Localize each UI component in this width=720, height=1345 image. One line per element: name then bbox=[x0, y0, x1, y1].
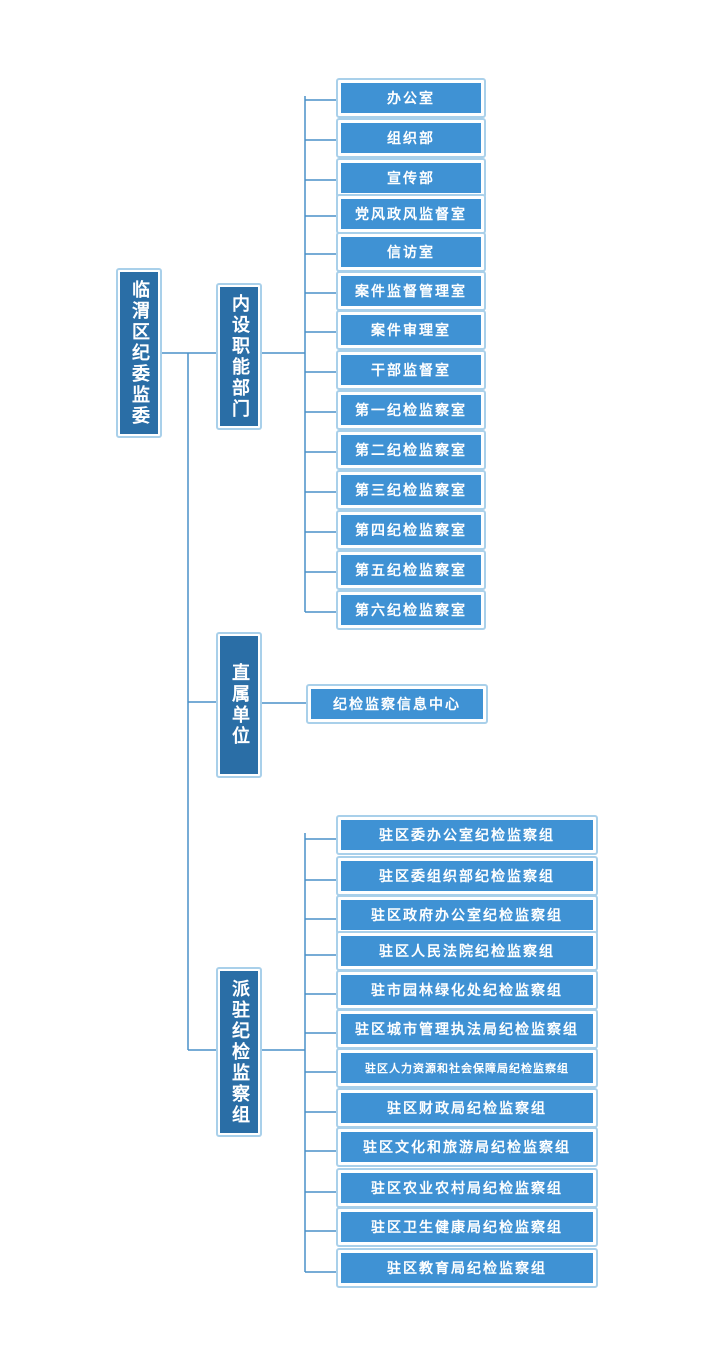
unit-box: 案件监督管理室 bbox=[336, 271, 486, 311]
unit-label: 第五纪检监察室 bbox=[355, 563, 467, 579]
unit-label: 驻区人力资源和社会保障局纪检监察组 bbox=[365, 1062, 569, 1075]
unit-box: 干部监督室 bbox=[336, 350, 486, 390]
unit-label: 案件监督管理室 bbox=[355, 284, 467, 300]
unit-label: 驻区委办公室纪检监察组 bbox=[379, 828, 555, 844]
unit-box: 驻区政府办公室纪检监察组 bbox=[336, 895, 598, 935]
unit-label: 办公室 bbox=[387, 91, 435, 107]
unit-box: 宣传部 bbox=[336, 158, 486, 198]
unit-box: 驻区文化和旅游局纪检监察组 bbox=[336, 1127, 598, 1167]
unit-label: 驻区委组织部纪检监察组 bbox=[379, 869, 555, 885]
branch-label: 直属单位 bbox=[229, 663, 250, 747]
unit-box: 驻区人力资源和社会保障局纪检监察组 bbox=[336, 1048, 598, 1088]
unit-label: 驻区教育局纪检监察组 bbox=[387, 1261, 547, 1277]
unit-box: 党风政风监督室 bbox=[336, 194, 486, 234]
unit-label: 第四纪检监察室 bbox=[355, 523, 467, 539]
unit-label: 驻区人民法院纪检监察组 bbox=[379, 944, 555, 960]
unit-box: 第三纪检监察室 bbox=[336, 470, 486, 510]
unit-label: 组织部 bbox=[387, 131, 435, 147]
unit-label: 纪检监察信息中心 bbox=[333, 697, 461, 713]
unit-label: 案件审理室 bbox=[371, 323, 451, 339]
unit-box: 第一纪检监察室 bbox=[336, 390, 486, 430]
unit-label: 信访室 bbox=[387, 245, 435, 261]
unit-label: 第三纪检监察室 bbox=[355, 483, 467, 499]
unit-label: 宣传部 bbox=[387, 171, 435, 187]
unit-label: 驻区财政局纪检监察组 bbox=[387, 1101, 547, 1117]
unit-label: 驻区文化和旅游局纪检监察组 bbox=[363, 1140, 571, 1156]
root-label: 临渭区纪委监委 bbox=[129, 279, 150, 427]
branch-label: 派驻纪检监察组 bbox=[229, 978, 250, 1126]
unit-box: 第二纪检监察室 bbox=[336, 430, 486, 470]
unit-box: 第六纪检监察室 bbox=[336, 590, 486, 630]
unit-label: 驻区卫生健康局纪检监察组 bbox=[371, 1220, 563, 1236]
unit-label: 第一纪检监察室 bbox=[355, 403, 467, 419]
branch-node-direct-units: 直属单位 bbox=[216, 632, 262, 778]
unit-box: 驻区财政局纪检监察组 bbox=[336, 1088, 598, 1128]
unit-box: 驻区卫生健康局纪检监察组 bbox=[336, 1207, 598, 1247]
unit-label: 驻市园林绿化处纪检监察组 bbox=[371, 983, 563, 999]
unit-label: 第二纪检监察室 bbox=[355, 443, 467, 459]
branch-label: 内设职能部门 bbox=[229, 293, 250, 420]
branch-node-internal-departments: 内设职能部门 bbox=[216, 283, 262, 430]
unit-box: 组织部 bbox=[336, 118, 486, 158]
unit-label: 党风政风监督室 bbox=[355, 207, 467, 223]
unit-box: 驻区委办公室纪检监察组 bbox=[336, 815, 598, 855]
unit-box: 信访室 bbox=[336, 232, 486, 272]
unit-box: 驻区教育局纪检监察组 bbox=[336, 1248, 598, 1288]
branch-node-stationed-groups: 派驻纪检监察组 bbox=[216, 967, 262, 1137]
unit-box: 驻区人民法院纪检监察组 bbox=[336, 931, 598, 971]
unit-label: 驻区城市管理执法局纪检监察组 bbox=[355, 1022, 579, 1038]
unit-box: 驻区城市管理执法局纪检监察组 bbox=[336, 1009, 598, 1049]
unit-label: 驻区农业农村局纪检监察组 bbox=[371, 1181, 563, 1197]
unit-box: 案件审理室 bbox=[336, 310, 486, 350]
root-node: 临渭区纪委监委 bbox=[116, 268, 162, 438]
unit-box: 第五纪检监察室 bbox=[336, 550, 486, 590]
unit-box: 纪检监察信息中心 bbox=[306, 684, 488, 724]
unit-label: 干部监督室 bbox=[371, 363, 451, 379]
unit-box: 驻区委组织部纪检监察组 bbox=[336, 856, 598, 896]
unit-box: 第四纪检监察室 bbox=[336, 510, 486, 550]
unit-label: 驻区政府办公室纪检监察组 bbox=[371, 908, 563, 924]
unit-box: 办公室 bbox=[336, 78, 486, 118]
unit-label: 第六纪检监察室 bbox=[355, 603, 467, 619]
unit-box: 驻市园林绿化处纪检监察组 bbox=[336, 970, 598, 1010]
unit-box: 驻区农业农村局纪检监察组 bbox=[336, 1168, 598, 1208]
